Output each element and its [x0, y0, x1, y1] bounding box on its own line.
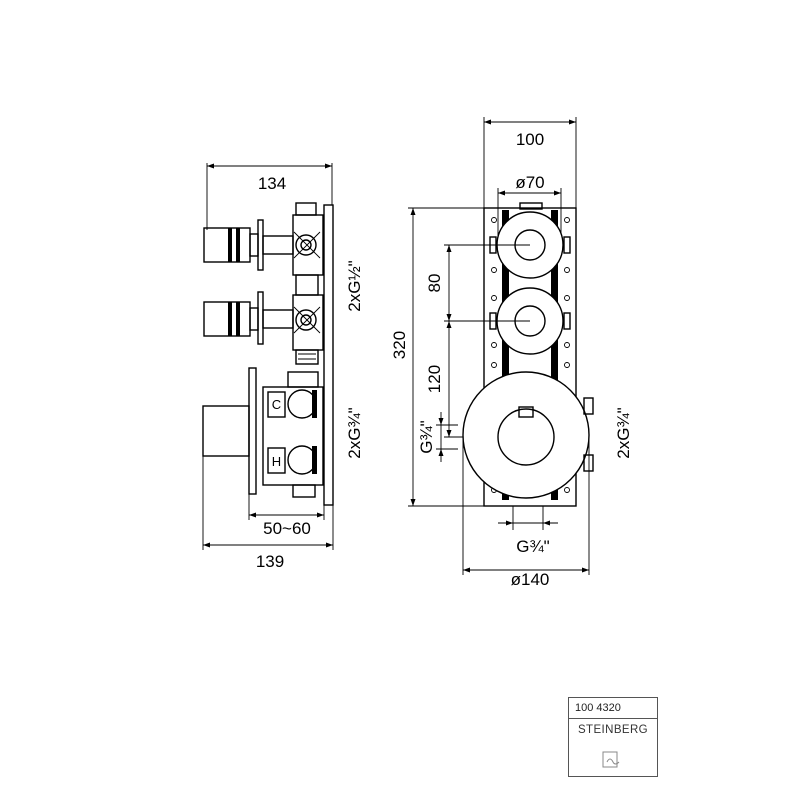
label-hot: H [272, 454, 281, 469]
brand-name: STEINBERG [577, 724, 649, 736]
thread-upper: 2xG½" [345, 260, 364, 311]
middle-valve [203, 291, 324, 351]
mounting-holes [491, 217, 570, 493]
side-view: 134 [202, 163, 364, 571]
thread-lower: 2xG¾" [345, 407, 364, 458]
thread-right: 2xG¾" [614, 407, 633, 458]
dim-spacing-upper: 80 [425, 274, 444, 293]
dim-width: 100 [516, 130, 544, 149]
upper-valve [203, 202, 324, 276]
dim-height: 320 [390, 331, 409, 359]
rosette [462, 371, 590, 499]
dim-rosette: ø140 [511, 570, 550, 589]
title-block: 100 4320 STEINBERG [568, 697, 658, 777]
thermostat-body: C H [202, 367, 324, 498]
dim-depth: 50~60 [263, 519, 311, 538]
dim-spacing-lower: 120 [425, 365, 444, 393]
dim-knob: ø70 [515, 173, 544, 192]
dim-top: 134 [258, 174, 286, 193]
thread-bottom: G¾" [516, 537, 549, 556]
product-code: 100 4320 [569, 698, 657, 719]
thread-left: G¾" [417, 420, 436, 453]
label-cold: C [272, 397, 281, 412]
front-view: 100 ø70 [390, 117, 633, 589]
dim-bottom: 139 [256, 552, 284, 571]
brand-logo-icon [602, 751, 620, 768]
